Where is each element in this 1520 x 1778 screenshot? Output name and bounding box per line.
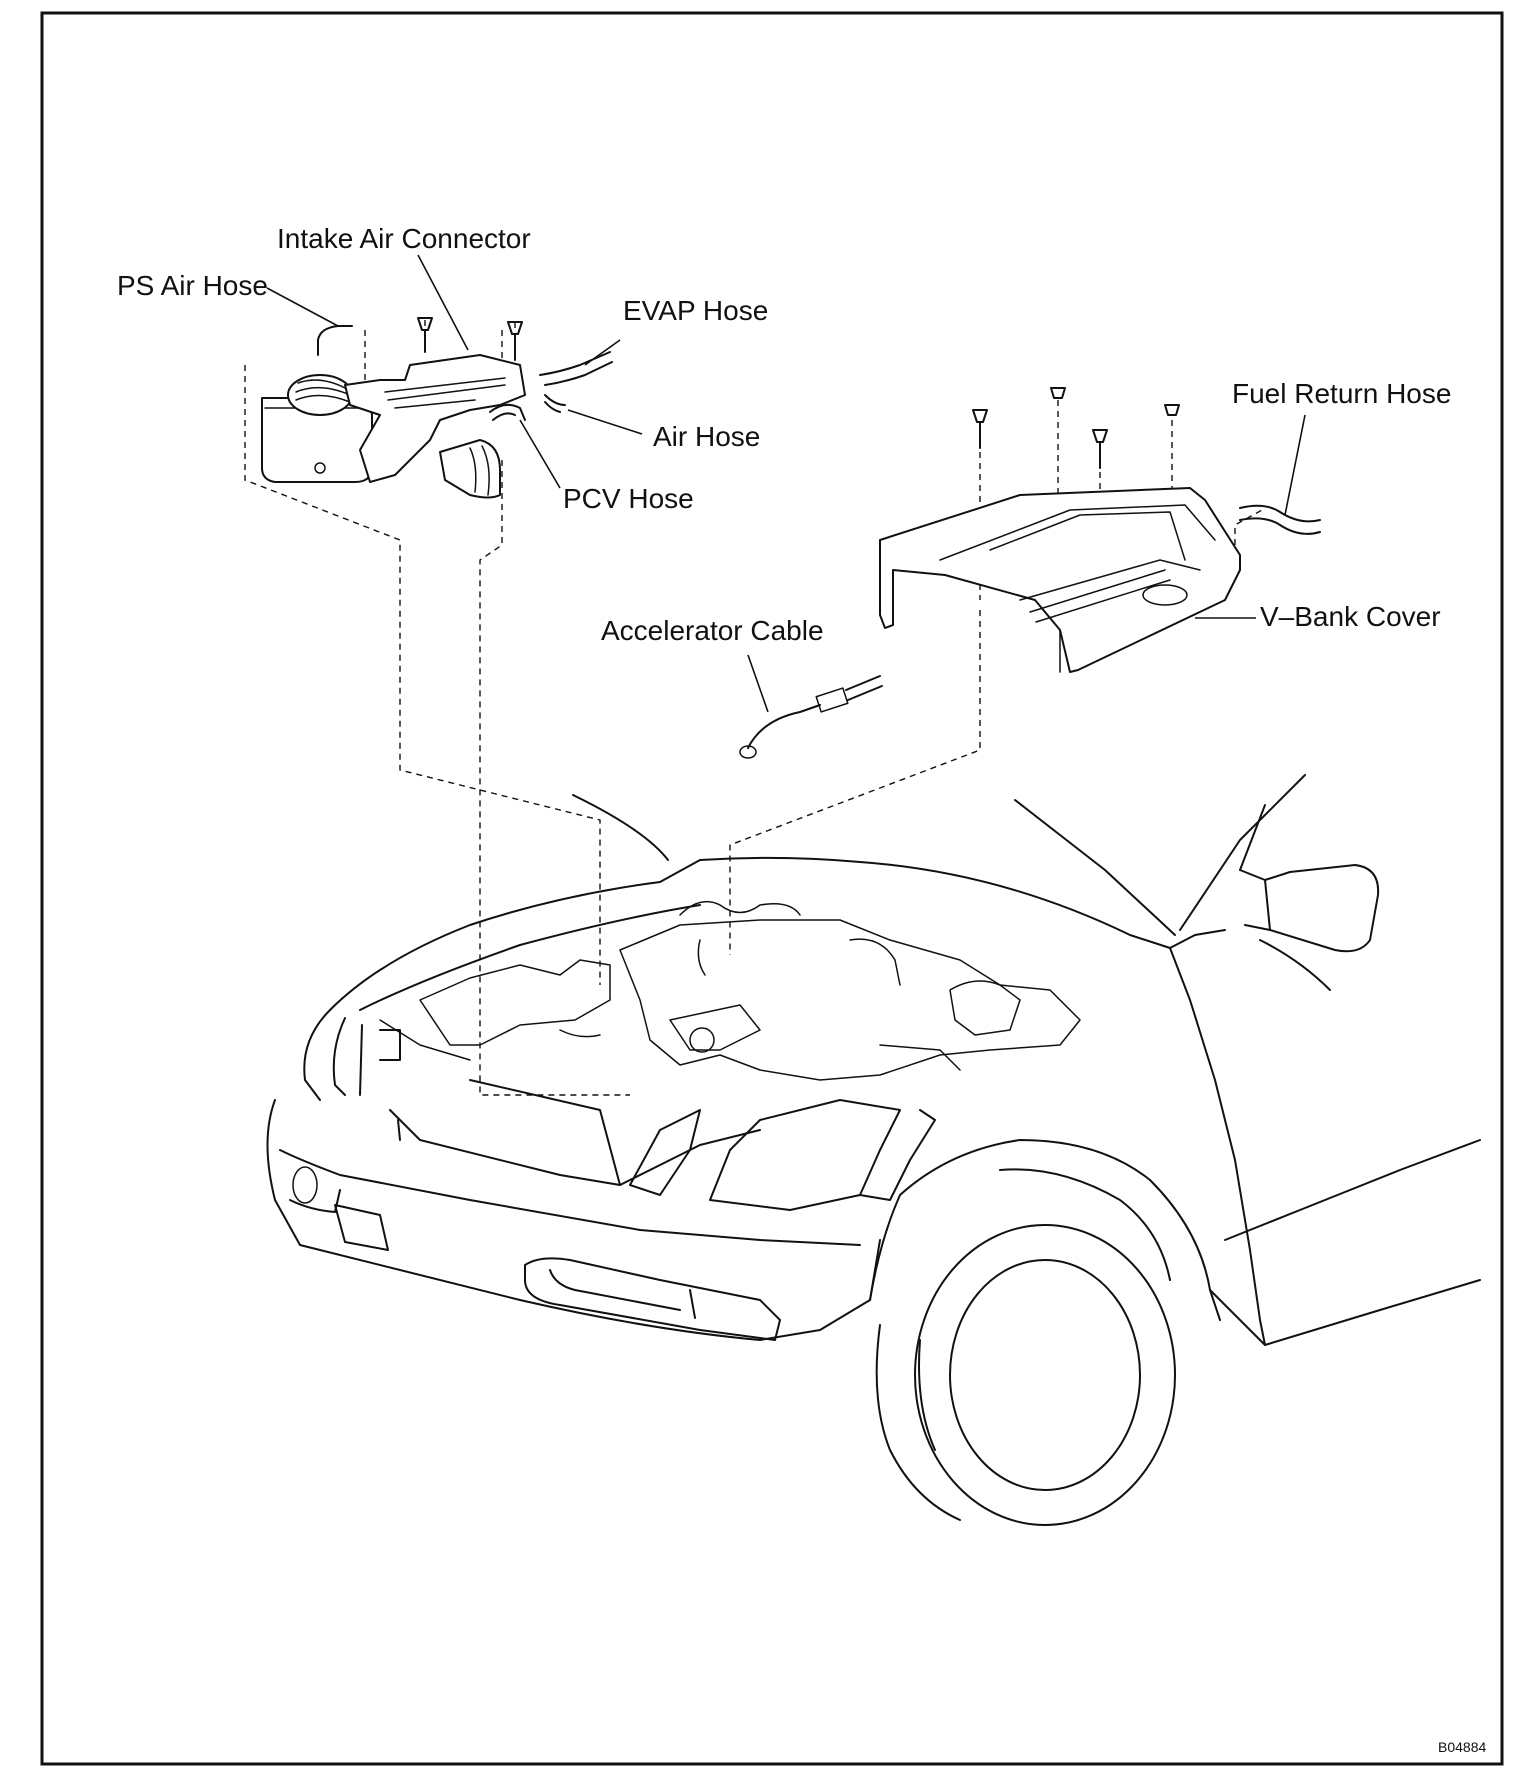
label-pcv-hose: PCV Hose [563,483,694,514]
vehicle-front-illustration [266,774,1481,1526]
label-v-bank-cover: V–Bank Cover [1260,601,1441,632]
label-intake-air-connector: Intake Air Connector [277,223,531,254]
diagram-frame [40,11,1504,1766]
label-air-hose: Air Hose [653,421,760,452]
label-evap-hose: EVAP Hose [623,295,768,326]
accelerator-cable-part [739,675,883,759]
figure-code: B04884 [1438,1739,1486,1755]
v-bank-cover-part [879,387,1241,673]
label-accelerator-cable: Accelerator Cable [601,615,824,646]
pcv-hose-part [489,403,526,421]
evap-hose-part [539,351,611,376]
label-fuel-return-hose: Fuel Return Hose [1232,378,1451,409]
fuel-return-hose-part [1239,504,1321,523]
intake-air-connector-part [261,317,526,499]
ps-air-hose-part [317,325,353,356]
air-hose-part [544,394,566,406]
label-ps-air-hose: PS Air Hose [117,270,268,301]
leader-lines [266,254,1306,713]
